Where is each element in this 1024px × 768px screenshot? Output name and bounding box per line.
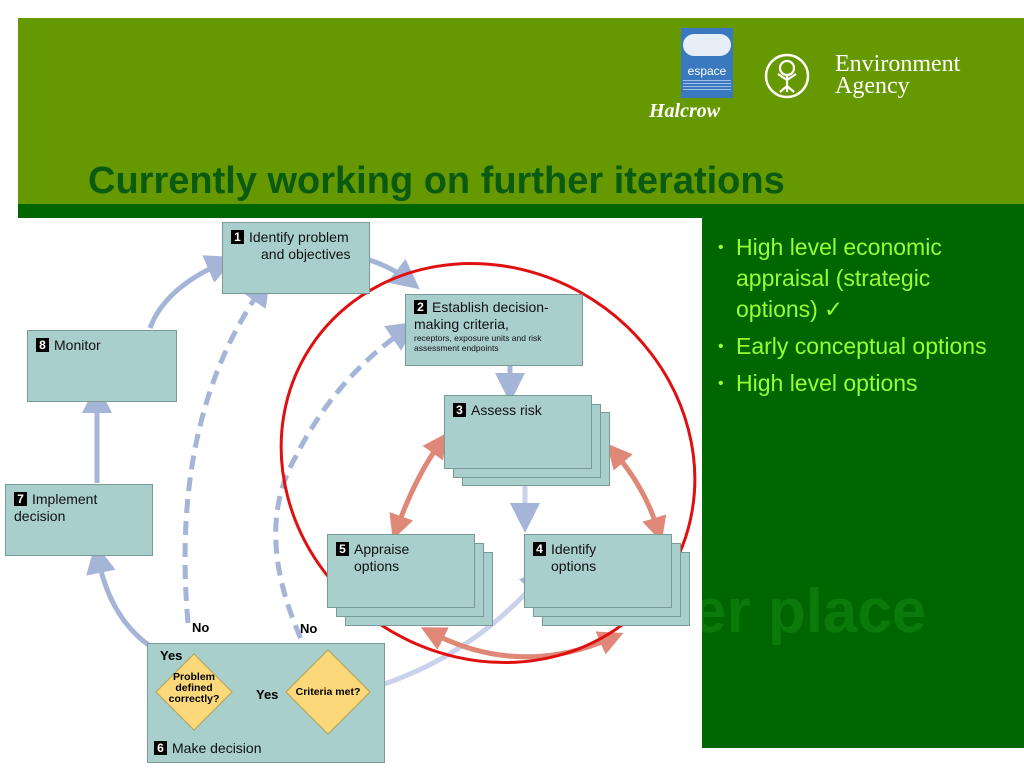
- step-number-badge: 6: [154, 741, 167, 755]
- step-label: Implement: [32, 491, 98, 507]
- step-2-establish-criteria: 2 Establish decision- making criteria, re…: [405, 294, 583, 366]
- agency-line2: Agency: [835, 73, 910, 99]
- no-label-criteria: No: [300, 621, 318, 636]
- diamond-line: correctly?: [168, 693, 220, 705]
- espace-logo-word: espace: [687, 64, 727, 78]
- step-sublabel: receptors, exposure units and risk asses…: [414, 333, 542, 353]
- step-3-assess-risk: 3 Assess risk: [444, 395, 592, 469]
- step-number-badge: 4: [533, 542, 546, 556]
- bullet-text: High level economic appraisal (strategic…: [736, 234, 942, 322]
- header-band: [18, 18, 1024, 204]
- yes-label-top: Yes: [160, 648, 183, 663]
- espace-logo: espace: [681, 28, 733, 98]
- step-number-badge: 1: [231, 230, 244, 244]
- tree-emblem-icon: [764, 53, 810, 99]
- exchange-arrow-5-3: [389, 432, 448, 540]
- bullet-text: Early conceptual options: [736, 333, 987, 359]
- step-number-badge: 7: [14, 492, 27, 506]
- environment-agency-logo: Environment Agency: [835, 51, 961, 99]
- step-5-appraise-options: 5 Appraise options: [327, 534, 475, 608]
- loop-dashed-criteria: [273, 321, 418, 660]
- step-number-badge: 5: [336, 542, 349, 556]
- step-label: options: [551, 558, 597, 574]
- step-label: Identify problem: [249, 229, 349, 245]
- agency-line1: Environment: [835, 51, 961, 77]
- header-divider: [18, 204, 1024, 218]
- decision-diamonds: [155, 649, 371, 735]
- step-6-make-decision: Yes Problem defined correctly? Yes Crite…: [147, 643, 385, 763]
- step-1-identify-problem: 1 Identify problem and objectives: [222, 222, 370, 294]
- loop-dashed-problem: [182, 275, 271, 624]
- decision-cycle-diagram: 1 Identify problem and objectives 2 Establ…: [0, 218, 702, 768]
- bullet-panel: er place High level economic appraisal (…: [702, 218, 1024, 748]
- make-decision-label: 6 Make decision: [154, 740, 262, 757]
- cloud-icon: [683, 34, 731, 56]
- step-label: options: [354, 558, 400, 574]
- exchange-arrow-3-4: [606, 443, 667, 542]
- diamond-line: Problem: [172, 671, 215, 683]
- logo-group: espace Halcrow Environment Agency: [649, 28, 1015, 128]
- bullet-item: High level economic appraisal (strategic…: [718, 232, 1016, 325]
- bullet-list: High level economic appraisal (strategic…: [718, 232, 1016, 405]
- diamond-problem-shape: [155, 653, 233, 731]
- yes-label-middle: Yes: [256, 687, 279, 702]
- bullet-item: High level options: [718, 368, 1016, 399]
- cycle-arrow-8-to-1: [147, 255, 236, 329]
- diamond-criteria-shape: [285, 649, 371, 735]
- step-number-badge: 8: [36, 338, 49, 352]
- step-label: Establish decision-: [432, 299, 549, 315]
- step-label: and objectives: [261, 246, 351, 262]
- halcrow-logo: Halcrow: [649, 100, 721, 122]
- step-4-identify-options: 4 Identify options: [524, 534, 672, 608]
- step-7-implement-decision: 7 Implement decision: [5, 484, 153, 556]
- cycle-arrow-6-to-7: [86, 543, 152, 649]
- checkmark-icon: ✓: [823, 296, 844, 322]
- diamond-line: defined: [175, 682, 213, 694]
- step-label: Make decision: [172, 740, 262, 756]
- no-label-problem: No: [192, 620, 210, 635]
- espace-logo-tagline: [683, 80, 731, 90]
- step-label: Identify: [551, 541, 597, 557]
- slide-title: Currently working on further iterations: [88, 160, 785, 202]
- ghost-text: er place: [702, 577, 927, 646]
- bullet-text: High level options: [736, 370, 918, 396]
- step-number-badge: 3: [453, 403, 466, 417]
- step-label: Assess risk: [471, 402, 542, 418]
- exchange-arrow-5-4: [420, 627, 624, 660]
- step-label: making criteria,: [414, 316, 509, 332]
- bullet-item: Early conceptual options: [718, 331, 1016, 362]
- step-label: Monitor: [54, 337, 101, 353]
- diamond-criteria-text: Criteria met?: [295, 686, 361, 698]
- step-label: Appraise: [354, 541, 410, 557]
- diamond-problem-text: Problem defined correctly?: [164, 672, 224, 705]
- step-8-monitor: 8 Monitor: [27, 330, 177, 402]
- step-label: decision: [14, 508, 66, 524]
- step-number-badge: 2: [414, 300, 427, 314]
